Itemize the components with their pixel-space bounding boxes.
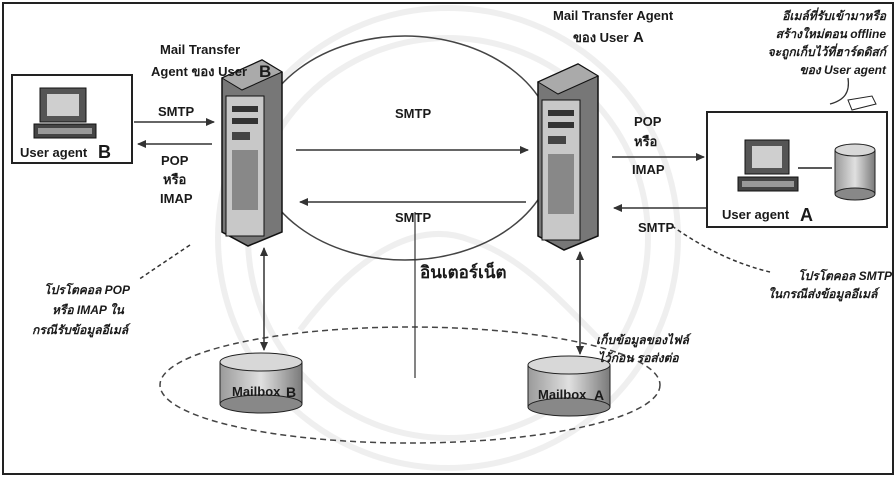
mta-b-title-line1: Mail Transfer (160, 42, 240, 57)
label-pop-right-2: หรือ (634, 134, 657, 149)
user-agent-b-label: User agent (20, 145, 88, 160)
mailbox-a-letter: A (594, 387, 604, 403)
smtp-note-pointer (672, 226, 770, 272)
pop-note-pointer (138, 245, 190, 280)
note-store-line1: เก็บข้อมูลของไฟล์ (596, 332, 692, 348)
label-smtp-right: SMTP (638, 220, 674, 235)
label-smtp-bottom: SMTP (395, 210, 431, 225)
note-smtp-protocol: โปรโตคอล SMTP ในกรณีส่งข้อมูลอีเมล์ (768, 268, 893, 302)
mailbox-a-cylinder: Mailbox A (528, 356, 610, 416)
mta-b-server-icon (222, 60, 282, 246)
label-pop-right-1: POP (634, 114, 662, 129)
outer-frame (3, 3, 893, 474)
hard-disk-icon (835, 144, 875, 200)
internet-label: อินเตอร์เน็ต (420, 260, 507, 282)
note-smtp-line2: ในกรณีส่งข้อมูลอีเมล์ (768, 286, 880, 302)
mta-a-title-letter: A (633, 29, 644, 46)
user-agent-a-letter: A (800, 205, 813, 225)
user-agent-a-box: User agent A (707, 112, 887, 227)
label-pop-left-2: หรือ (163, 172, 186, 187)
note-bracket (830, 78, 848, 104)
mta-b-title-letter: B (259, 62, 271, 81)
user-agent-a-label: User agent (722, 207, 790, 222)
mailbox-a-label: Mailbox (538, 387, 587, 402)
note-store-line2: ไว้ก่อน รอส่งต่อ (598, 350, 679, 365)
mta-a-title-line2: ของ User (573, 30, 629, 45)
label-pop-left-3: IMAP (160, 191, 193, 206)
note-offline-line3: จะถูกเก็บไว้ที่ฮาร์ดดิสก์ (768, 43, 889, 60)
internet-ellipse (255, 36, 555, 260)
note-store-data: เก็บข้อมูลของไฟล์ ไว้ก่อน รอส่งต่อ (596, 332, 692, 365)
label-pop-left-1: POP (161, 153, 189, 168)
user-agent-b-box: User agent B (12, 75, 132, 163)
note-offline-line4: ของ User agent (799, 63, 887, 77)
note-pop-line1: โปรโตคอล POP (44, 282, 131, 297)
mta-b-title-line2: Agent ของ User (151, 64, 247, 79)
mta-a-title-line1: Mail Transfer Agent (553, 8, 674, 23)
user-agent-b-letter: B (98, 142, 111, 162)
note-offline-line1: อีเมล์ที่รับเข้ามาหรือ (782, 7, 887, 23)
computer-icon (738, 140, 798, 191)
note-pop-protocol: โปรโตคอล POP หรือ IMAP ใน กรณีรับข้อมูลอ… (32, 282, 131, 338)
mailbox-b-cylinder: Mailbox B (220, 353, 302, 413)
label-smtp-left: SMTP (158, 104, 194, 119)
mailbox-b-label: Mailbox (232, 384, 281, 399)
note-pop-line3: กรณีรับข้อมูลอีเมล์ (32, 323, 131, 338)
mta-a-server-icon (538, 64, 598, 250)
note-smtp-line1: โปรโตคอล SMTP (798, 268, 893, 283)
note-offline-storage: อีเมล์ที่รับเข้ามาหรือ สร้างใหม่ตอน offl… (768, 7, 889, 77)
label-pop-right-3: IMAP (632, 162, 665, 177)
note-offline-line2: สร้างใหม่ตอน offline (776, 26, 887, 41)
label-smtp-top: SMTP (395, 106, 431, 121)
pointing-hand-icon (848, 96, 876, 110)
mailbox-b-letter: B (286, 384, 296, 400)
note-pop-line2: หรือ IMAP ใน (52, 302, 125, 317)
